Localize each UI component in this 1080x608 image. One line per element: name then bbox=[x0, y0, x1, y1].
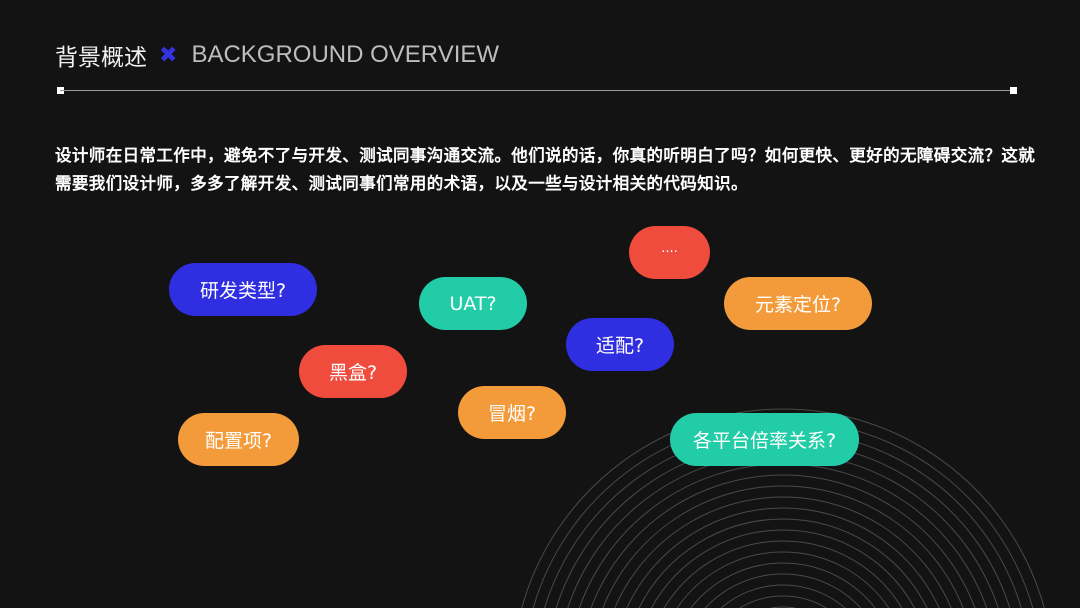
ring bbox=[602, 485, 964, 608]
ring bbox=[650, 529, 916, 608]
bubble-label: 黑盒? bbox=[328, 362, 378, 384]
bubble-config-item: 配置项? bbox=[178, 413, 299, 466]
bubble-adapt: 适配? bbox=[566, 318, 674, 371]
bubble-label: 研发类型? bbox=[199, 280, 287, 302]
bubble-uat: UAT? bbox=[419, 277, 527, 330]
ring bbox=[555, 441, 1011, 608]
ring bbox=[720, 584, 846, 608]
bubble-label: 冒烟? bbox=[487, 403, 537, 425]
bubble-dev-type: 研发类型? bbox=[169, 263, 317, 316]
ring bbox=[663, 540, 903, 608]
ring bbox=[638, 518, 928, 608]
ring bbox=[521, 408, 1045, 608]
intro-paragraph: 设计师在日常工作中，避免不了与开发、测试同事沟通交流。他们说的话，你真的听明白了… bbox=[55, 146, 1036, 193]
bubble-more: .... bbox=[629, 226, 710, 279]
title-chinese: 背景概述 bbox=[55, 45, 147, 71]
title-english: BACKGROUND OVERVIEW bbox=[191, 41, 500, 68]
ring bbox=[676, 551, 890, 608]
title-divider bbox=[60, 90, 1014, 91]
bubble-platform-ratio: 各平台倍率关系? bbox=[670, 413, 859, 466]
ring bbox=[626, 507, 940, 608]
bubble-black-box: 黑盒? bbox=[299, 345, 407, 398]
bubble-label: 各平台倍率关系? bbox=[692, 430, 837, 452]
ring bbox=[614, 496, 952, 608]
bubble-label: 元素定位? bbox=[754, 294, 842, 316]
bubble-label: 适配? bbox=[595, 335, 645, 357]
bubble-label: 配置项? bbox=[204, 430, 273, 452]
bubble-label: UAT? bbox=[449, 292, 497, 315]
bubble-smoke: 冒烟? bbox=[458, 386, 566, 439]
cross-icon: ✖ bbox=[159, 42, 178, 68]
slide-title: 背景概述 ✖ BACKGROUND OVERVIEW bbox=[55, 38, 499, 72]
rule-endpoint-right bbox=[1010, 87, 1017, 94]
ring bbox=[704, 573, 862, 608]
bubble-label: .... bbox=[661, 241, 678, 256]
ring bbox=[739, 595, 827, 608]
ring bbox=[690, 562, 876, 608]
bubble-element-locate: 元素定位? bbox=[724, 277, 872, 330]
ring bbox=[590, 474, 976, 608]
